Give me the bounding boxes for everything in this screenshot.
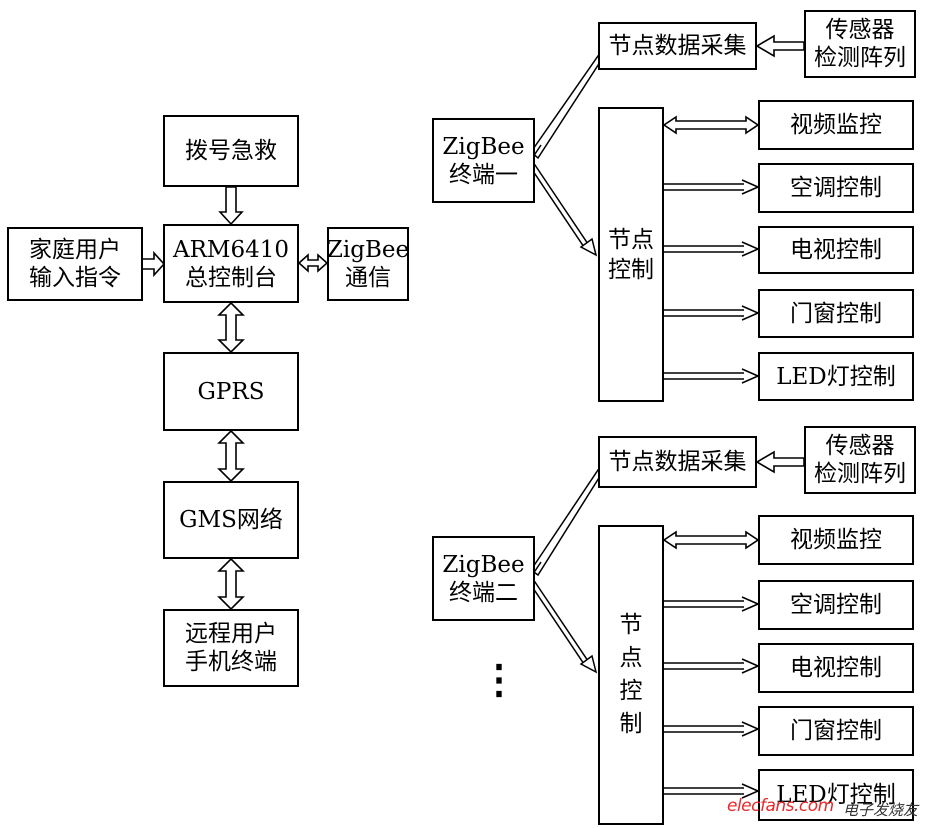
arrow-input-to-arm: [141, 250, 166, 278]
arrow-terminal1-to-datacollect: [527, 54, 604, 162]
node-data-collect-2-box: 节点数据采集: [598, 436, 757, 488]
device-label-led-2: LED灯控制: [776, 782, 896, 808]
device-label-video-2: 视频监控: [790, 527, 882, 553]
node-control-2-char4: 制: [619, 711, 643, 737]
arrow-terminal2-to-nodecontrol: [529, 580, 598, 674]
device-label-window-1: 门窗控制: [790, 300, 882, 327]
zigbee-terminal-1-box: ZigBee 终端一: [432, 118, 535, 203]
zigbee-comm-box: ZigBee 通信: [327, 227, 409, 301]
zigbee-terminal-2-box: ZigBee 终端二: [432, 536, 535, 621]
emergency-call-label: 拨号急救: [185, 138, 277, 164]
sensor-array-1-box: 传感器 检测阵列: [804, 10, 916, 78]
remote-terminal-line1: 远程用户: [185, 621, 277, 647]
arm-console-line1: ARM6410: [172, 236, 289, 263]
device-box-tv-2: 电视控制: [758, 643, 914, 693]
gprs-label: GPRS: [197, 378, 265, 405]
gms-network-box: GMS网络: [163, 481, 299, 559]
device-box-led-1: LED灯控制: [758, 352, 914, 401]
sensor-array-1-line1: 传感器: [825, 17, 895, 43]
device-box-window-1: 门窗控制: [758, 289, 914, 338]
device-box-ac-1: 空调控制: [758, 163, 914, 213]
arrow-gprs-gms: [217, 429, 245, 483]
device-label-tv-2: 电视控制: [790, 655, 882, 681]
node-data-collect-1-label: 节点数据采集: [608, 33, 747, 59]
gms-network-label: GMS网络: [179, 507, 283, 533]
device-label-window-2: 门窗控制: [790, 718, 882, 744]
arrow-sensor-to-datacollect-1: [755, 34, 805, 58]
node-control-2-char1: 节: [619, 612, 643, 638]
device-box-led-2: LED灯控制: [758, 769, 914, 821]
device-box-window-2: 门窗控制: [758, 706, 914, 756]
zigbee-terminal-1-line1: ZigBee: [442, 133, 525, 160]
remote-terminal-box: 远程用户 手机终端: [163, 609, 299, 687]
arrow-sensor-to-datacollect-2: [755, 450, 805, 474]
device-label-tv-1: 电视控制: [790, 237, 882, 263]
arrow-gms-remote: [217, 557, 245, 611]
device-label-led-1: LED灯控制: [776, 363, 896, 390]
node-control-1-box: 节点 控制: [598, 107, 664, 402]
device-box-video-2: 视频监控: [758, 515, 914, 565]
device-box-ac-2: 空调控制: [758, 580, 914, 630]
home-input-line2: 输入指令: [29, 265, 121, 291]
node-control-1-line1: 节点: [608, 226, 654, 253]
device-label-video-1: 视频监控: [790, 112, 882, 138]
arrow-nodecontrol-video-1: [662, 115, 760, 135]
arrow-terminal2-to-datacollect: [527, 468, 604, 579]
node-data-collect-2-label: 节点数据采集: [608, 449, 747, 475]
sensor-array-2-line1: 传感器: [825, 433, 895, 459]
device-box-video-1: 视频监控: [758, 100, 914, 150]
arm-console-line2: 总控制台: [185, 264, 277, 291]
sensor-array-1-line2: 检测阵列: [814, 45, 906, 71]
emergency-call-box: 拨号急救: [163, 115, 299, 187]
ellipsis-more-terminals: ⋮: [479, 656, 519, 703]
device-label-ac-1: 空调控制: [790, 175, 882, 201]
arrow-emergency-to-arm: [218, 186, 244, 226]
gprs-box: GPRS: [163, 352, 299, 431]
arrow-terminal1-to-nodecontrol: [529, 163, 598, 257]
watermark-brand: elecfans.com: [727, 796, 834, 816]
sensor-array-2-box: 传感器 检测阵列: [804, 426, 916, 494]
home-input-box: 家庭用户 输入指令: [7, 227, 143, 301]
node-control-1-line2: 控制: [608, 256, 654, 283]
zigbee-terminal-2-line2: 终端二: [449, 579, 518, 606]
zigbee-terminal-2-line1: ZigBee: [442, 551, 525, 578]
node-control-2-box: 节 点 控 制: [598, 525, 664, 825]
zigbee-terminal-1-line2: 终端一: [449, 161, 518, 188]
home-input-line1: 家庭用户: [29, 237, 121, 263]
node-control-2-char2: 点: [619, 645, 643, 671]
remote-terminal-line2: 手机终端: [185, 649, 277, 675]
zigbee-comm-line1: ZigBee: [326, 237, 410, 263]
arrow-nodecontrol-video-2: [662, 530, 760, 550]
arrow-arm-gprs: [217, 301, 245, 354]
node-data-collect-1-box: 节点数据采集: [598, 22, 757, 70]
arrows-nodecontrol-devices-1: [664, 179, 760, 384]
arrow-arm-zigbee: [297, 253, 329, 273]
zigbee-comm-line2: 通信: [345, 265, 391, 291]
watermark-suffix: 电子发烧友: [843, 801, 919, 819]
sensor-array-2-line2: 检测阵列: [814, 461, 906, 487]
device-box-tv-1: 电视控制: [758, 226, 914, 274]
device-label-ac-2: 空调控制: [790, 592, 882, 618]
node-control-2-char3: 控: [619, 678, 643, 704]
arm-console-box: ARM6410 总控制台: [163, 224, 299, 303]
arrows-nodecontrol-devices-2: [664, 596, 760, 799]
